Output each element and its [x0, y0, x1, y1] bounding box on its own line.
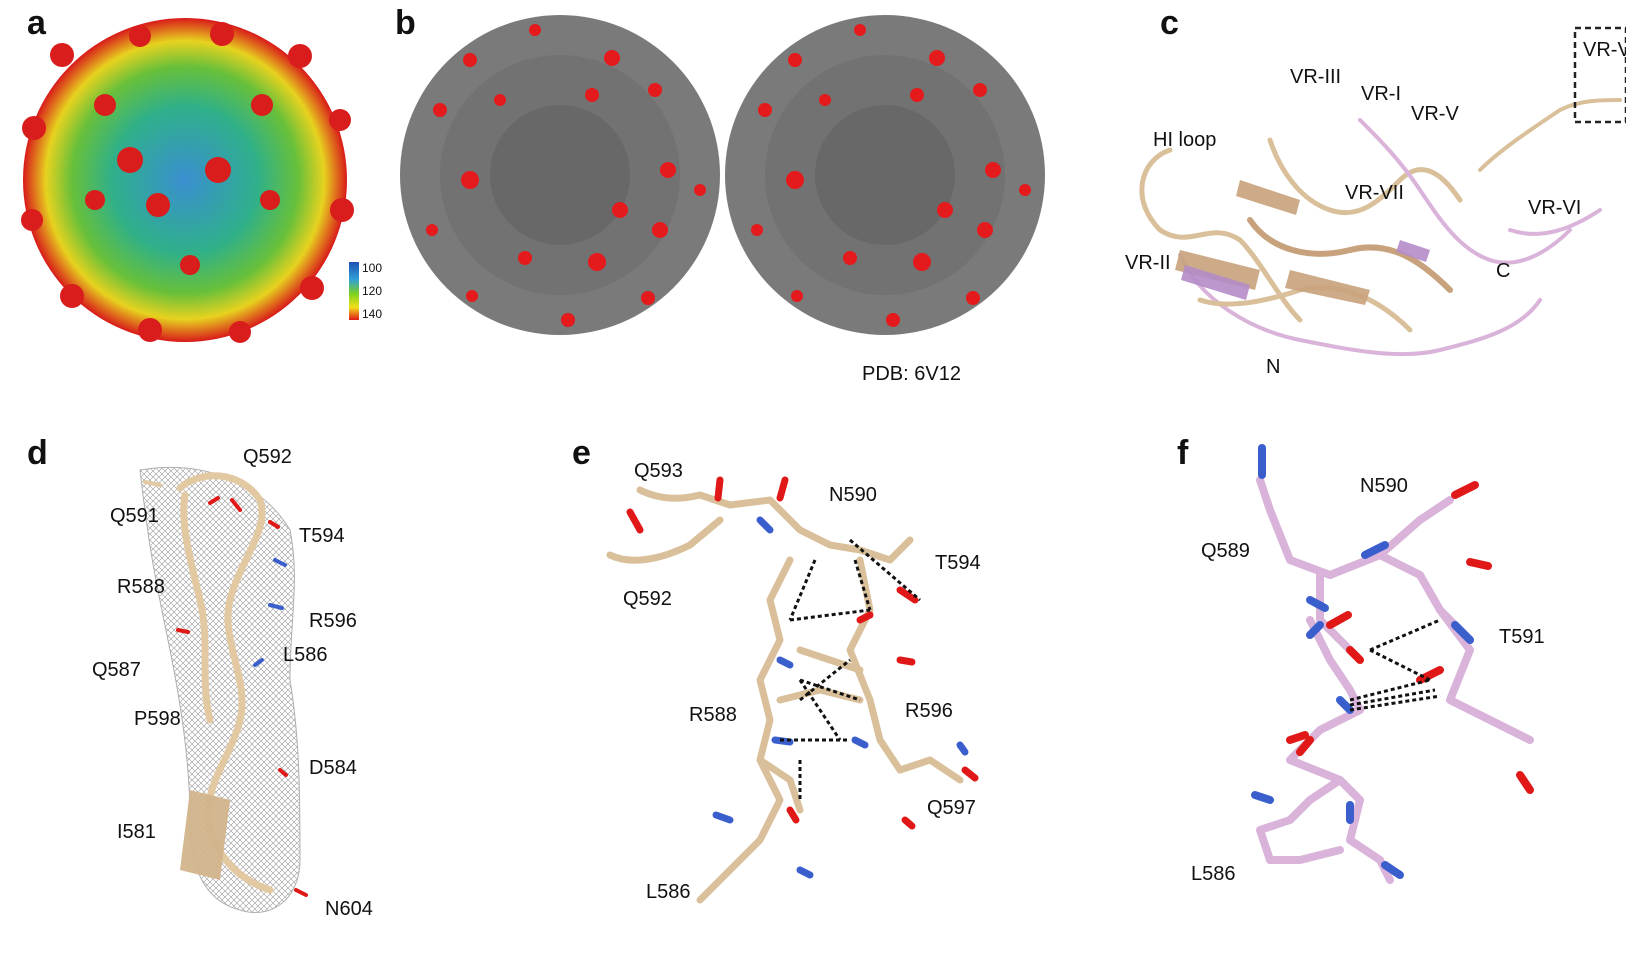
pdb-label: PDB: 6V12 [862, 363, 961, 385]
f-res-l586: L586 [1191, 863, 1236, 885]
label-vr-v: VR-V [1411, 103, 1459, 125]
e-res-r596: R596 [905, 700, 953, 722]
colorbar [349, 262, 359, 320]
colorbar-tick-140: 140 [362, 307, 383, 321]
d-res-q587: Q587 [92, 659, 141, 681]
panel-a-letter: a [27, 4, 46, 42]
d-res-q591: Q591 [110, 505, 159, 527]
colorbar-tick-100: 100 [362, 261, 383, 275]
label-vr-boxed: VR-V [1583, 39, 1626, 61]
label-hi-loop: HI loop [1153, 129, 1217, 151]
d-res-r596: R596 [309, 610, 357, 632]
panel-e-letter: e [572, 434, 591, 472]
d-res-n604: N604 [325, 898, 373, 920]
f-res-t591: T591 [1499, 626, 1545, 648]
vr-viii-box [1573, 26, 1626, 124]
d-res-t594: T594 [299, 525, 345, 547]
label-vr-vii: VR-VII [1345, 182, 1404, 204]
d-res-l586: L586 [283, 644, 328, 666]
e-res-n590: N590 [829, 484, 877, 506]
capsid-b-right [725, 15, 1045, 335]
d-res-q592: Q592 [243, 446, 292, 468]
label-vr-i: VR-I [1361, 83, 1401, 105]
f-res-n590: N590 [1360, 475, 1408, 497]
d-res-r588: R588 [117, 576, 165, 598]
label-c-terminus: C [1496, 260, 1511, 282]
e-res-q592: Q592 [623, 588, 672, 610]
e-res-t594: T594 [935, 552, 981, 574]
d-res-d584: D584 [309, 757, 357, 779]
e-res-l586: L586 [646, 881, 691, 903]
label-vr-ii: VR-II [1125, 252, 1171, 274]
label-n-terminus: N [1266, 356, 1281, 378]
label-vr-vi: VR-VI [1528, 197, 1582, 219]
panel-b-letter: b [395, 4, 416, 42]
e-res-q597: Q597 [927, 797, 976, 819]
panel-d-letter: d [27, 434, 48, 472]
f-res-q589: Q589 [1201, 540, 1250, 562]
colorbar-tick-120: 120 [362, 284, 383, 298]
e-res-r588: R588 [689, 704, 737, 726]
capsid-b-left [400, 15, 720, 335]
d-res-i581: I581 [117, 821, 156, 843]
e-res-q593: Q593 [634, 460, 683, 482]
d-res-p598: P598 [134, 708, 181, 730]
capsid-a-spikes [21, 22, 354, 343]
panel-c-letter: c [1160, 4, 1179, 42]
label-vr-iii: VR-III [1290, 66, 1342, 88]
panel-f-letter: f [1177, 434, 1189, 472]
